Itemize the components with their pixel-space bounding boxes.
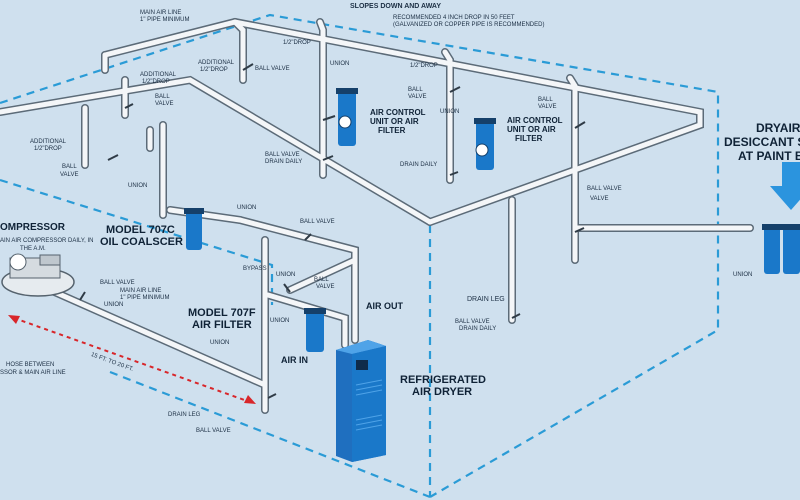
- label-ball-valve-8a: BALL: [314, 277, 329, 283]
- label-hose-1: HOSE BETWEEN: [6, 362, 55, 368]
- label-ball-valve-4a: BALL: [538, 97, 553, 103]
- label-comp-note-2: THE A.M.: [20, 246, 46, 252]
- label-ball-valve-1: BALL VALVE: [255, 66, 290, 72]
- label-union-1: UNION: [330, 61, 350, 67]
- label-union-3: UNION: [128, 183, 148, 189]
- air-control-unit-left: [336, 88, 358, 146]
- label-union-7: UNION: [210, 340, 230, 346]
- label-main-air-line-top-2: 1" PIPE MINIMUM: [140, 17, 190, 23]
- label-acu-right-2: UNIT OR AIR: [507, 125, 556, 134]
- label-half-drop-center: 1/2"DROP: [283, 40, 311, 46]
- label-ball-valve-4b: VALVE: [538, 104, 557, 110]
- label-main-air-line-top-1: MAIN AIR LINE: [140, 10, 182, 16]
- label-ball-valve-3b: VALVE: [408, 94, 427, 100]
- label-ball-valve-2b: VALVE: [155, 101, 174, 107]
- refrigerated-air-dryer: [336, 340, 386, 462]
- ball-valve-handles: [79, 63, 586, 399]
- label-ball-valve-right-a: BALL VALVE: [455, 319, 490, 325]
- label-comp-note-1: AIN AIR COMPRESSOR DAILY, IN: [0, 238, 94, 244]
- air-filter-707f: [304, 308, 326, 352]
- desiccant-units: [762, 224, 800, 274]
- label-dryair-2: DESICCANT S: [724, 135, 800, 149]
- label-acu-left-1: AIR CONTROL: [370, 108, 426, 117]
- label-ball-valve-6: BALL VALVE: [587, 186, 622, 192]
- label-hose-2: SSOR & MAIN AIR LINE: [0, 370, 66, 376]
- label-union-6: UNION: [270, 318, 290, 324]
- distance-arrow: [8, 315, 256, 404]
- label-refrig-2: AIR DRYER: [412, 386, 473, 398]
- label-galvanized: (GALVANIZED OR COPPER PIPE IS RECOMMENDE…: [393, 22, 545, 28]
- label-drain-daily: DRAIN DAILY: [400, 162, 438, 168]
- label-dryair-3: AT PAINT B: [738, 149, 800, 163]
- label-drain-leg-mid: DRAIN LEG: [467, 296, 505, 303]
- label-acu-right-3: FILTER: [515, 134, 543, 143]
- label-ball-valve-6b: VALVE: [590, 196, 609, 202]
- label-drain-leg-low: DRAIN LEG: [168, 412, 201, 418]
- label-compressor: OMPRESSOR: [0, 222, 66, 233]
- label-ball-valve-3a: BALL: [408, 87, 423, 93]
- label-acu-left-3: FILTER: [378, 126, 406, 135]
- label-additional-1: ADDITIONAL: [198, 60, 235, 66]
- label-main-air-line-low-1: MAIN AIR LINE: [120, 288, 162, 294]
- label-ball-valve-2a: BALL: [155, 94, 170, 100]
- label-slopes: SLOPES DOWN AND AWAY: [350, 3, 442, 10]
- label-acu-left-2: UNIT OR AIR: [370, 117, 419, 126]
- label-union-2: UNION: [440, 109, 460, 115]
- oil-coalescer-707c: [184, 208, 204, 250]
- label-additional-2: ADDITIONAL: [140, 72, 177, 78]
- label-union-low: UNION: [104, 302, 124, 308]
- label-model-707f-1: MODEL 707F: [188, 307, 256, 319]
- label-additional-left-a: ADDITIONAL: [30, 139, 67, 145]
- label-model-707c-2: OIL COALSCER: [100, 236, 183, 248]
- label-union-right: UNION: [733, 272, 753, 278]
- label-model-707f-2: AIR FILTER: [192, 319, 252, 331]
- label-model-707c-1: MODEL 707C: [106, 224, 175, 236]
- label-ball-valve-drain-b: DRAIN DAILY: [265, 159, 303, 165]
- overhead-pipes: [0, 17, 754, 414]
- label-dryair-1: DRYAIR: [756, 121, 800, 135]
- label-air-in: AIR IN: [281, 355, 308, 365]
- label-acu-right-1: AIR CONTROL: [507, 116, 563, 125]
- room-outline: [0, 13, 720, 499]
- label-union-4: UNION: [237, 205, 257, 211]
- label-ball-valve-7: BALL VALVE: [300, 219, 335, 225]
- label-main-air-line-low-2: 1" PIPE MINIMUM: [120, 295, 170, 301]
- air-control-unit-right: [474, 118, 496, 170]
- label-refrig-1: REFRIGERATED: [400, 374, 486, 386]
- air-compressor: [1, 253, 75, 297]
- label-additional-2b: 1/2"DROP: [142, 79, 170, 85]
- label-ball-valve-9: BALL VALVE: [100, 280, 135, 286]
- label-additional-1b: 1/2"DROP: [200, 67, 228, 73]
- label-half-drop-right: 1/2"DROP: [410, 63, 438, 69]
- label-air-out: AIR OUT: [366, 301, 403, 311]
- label-union-5: UNION: [276, 272, 296, 278]
- label-recommended: RECOMMENDED 4 INCH DROP IN 50 FEET: [393, 15, 515, 21]
- label-ball-valve-drain-a: BALL VALVE: [265, 152, 300, 158]
- label-ball-valve-8b: VALVE: [316, 284, 335, 290]
- label-ball-valve-10: BALL VALVE: [196, 428, 231, 434]
- label-additional-left-b: 1/2"DROP: [34, 146, 62, 152]
- label-ball-valve-5b: VALVE: [60, 172, 79, 178]
- label-ball-valve-5a: BALL: [62, 164, 77, 170]
- label-bypass: BYPASS: [243, 266, 267, 272]
- label-ball-valve-right-b: DRAIN DAILY: [459, 326, 497, 332]
- dryair-down-arrow: [770, 162, 800, 210]
